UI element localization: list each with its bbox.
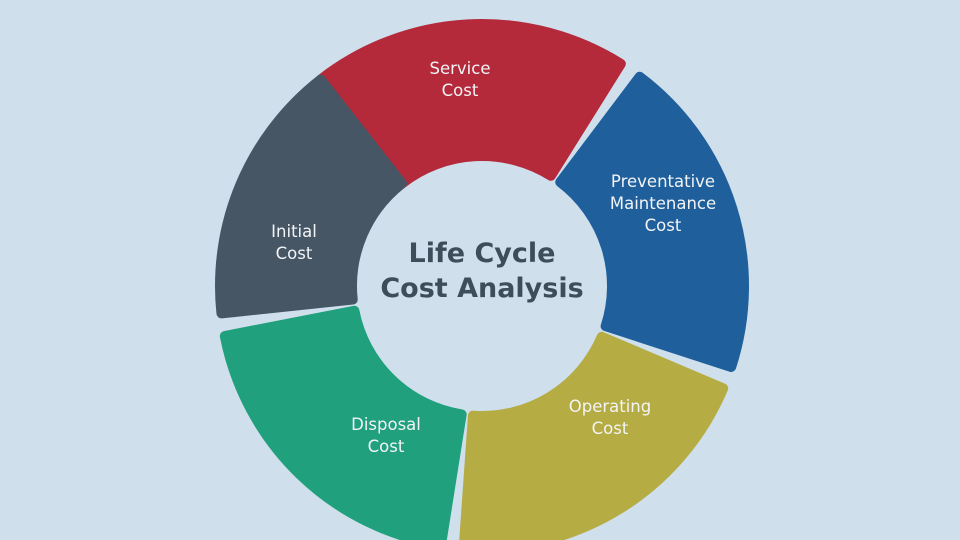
segment-preventative-maintenance <box>555 71 749 372</box>
segment-initial <box>215 74 407 319</box>
diagram-title-line-2: Cost Analysis <box>380 273 584 304</box>
diagram-title-line-1: Life Cycle <box>408 238 556 269</box>
segment-operating <box>459 331 729 540</box>
segment-disposal <box>219 305 467 540</box>
diagram-title: Life Cycle Cost Analysis <box>380 236 583 306</box>
segment-service <box>315 19 626 189</box>
